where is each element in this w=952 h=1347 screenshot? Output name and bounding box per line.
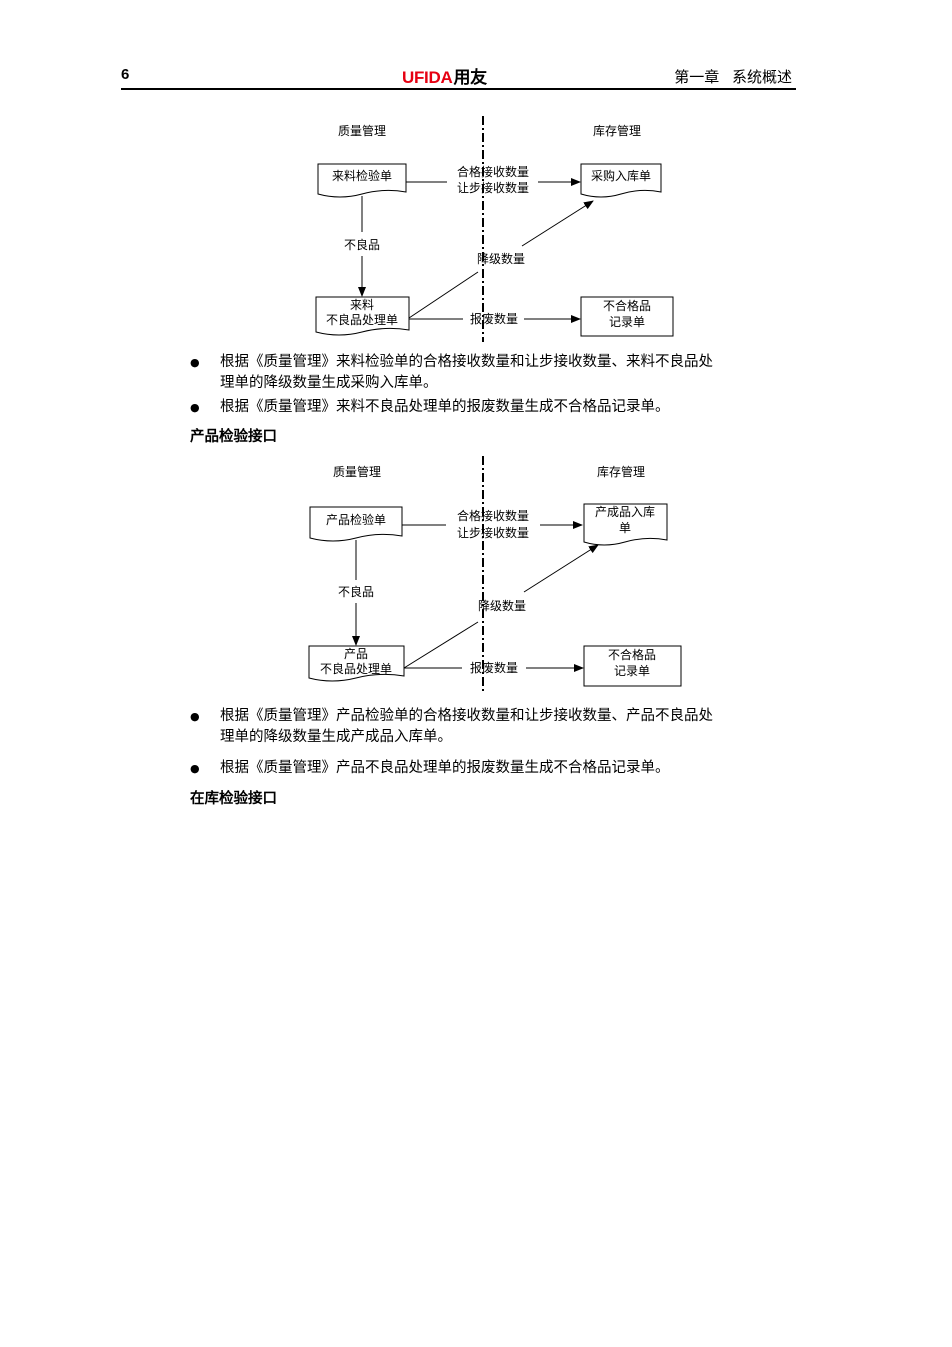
chapter-title: 第一章 系统概述 [674,68,792,86]
record-document-label-2: 记录单 [609,315,645,329]
defect-label: 不良品 [338,584,374,599]
bullet-item: ● 根据《质量管理》来料检验单的合格接收数量和让步接收数量、来料不良品处 理单的… [190,352,800,394]
bullet-dot-icon: ● [190,762,200,775]
process-document-shape [315,296,410,336]
downgrade-label: 降级数量 [477,251,525,266]
accept-qty-label: 合格接收数量 [457,508,529,523]
scrap-label: 报废数量 [470,660,518,675]
header-rule [121,88,796,90]
source-document-shape [309,506,403,542]
downgrade-flow-line-a [408,271,479,319]
target-document-shape [580,163,662,198]
record-document-shape [580,296,674,337]
downgrade-label: 降级数量 [478,598,526,613]
downgrade-flow-arrow [523,544,599,593]
product-inspection-diagram: 质量管理 库存管理 产品检验单 合格接收数量 让步接收数量 产成品入库 单 不良… [308,456,682,694]
process-document-label-1: 来料 [350,298,374,312]
source-document-shape [317,163,407,198]
downgrade-flow-arrow [521,200,594,247]
scrap-label: 报废数量 [470,311,518,326]
process-document-label-2: 不良品处理单 [320,661,392,676]
target-document-label-1: 产成品入库 [595,504,655,519]
record-document-shape [583,645,682,687]
process-document-label-1: 产品 [344,647,368,661]
process-document-label-2: 不良品处理单 [326,312,398,327]
target-document-label: 采购入库单 [591,168,651,183]
target-document-shape [583,503,668,546]
defect-label: 不良品 [344,237,380,252]
bullet-dot-icon: ● [190,356,200,369]
right-domain-title: 库存管理 [597,464,645,479]
bullet-item: ● 根据《质量管理》产品不良品处理单的报废数量生成不合格品记录单。 [190,758,800,779]
bullet-text-line1: 根据《质量管理》来料检验单的合格接收数量和让步接收数量、来料不良品处 [220,354,713,370]
bullet-text-line1: 根据《质量管理》来料不良品处理单的报废数量生成不合格品记录单。 [220,399,670,415]
process-document-shape [308,645,405,682]
bullet-item: ● 根据《质量管理》来料不良品处理单的报废数量生成不合格品记录单。 [190,397,800,418]
left-domain-title: 质量管理 [338,123,386,138]
left-domain-title: 质量管理 [333,464,381,479]
bullet-text-line1: 根据《质量管理》产品检验单的合格接收数量和让步接收数量、产品不良品处 [220,708,713,724]
bullet-text-line2: 理单的降级数量生成采购入库单。 [220,375,438,391]
bullet-text-line1: 根据《质量管理》产品不良品处理单的报废数量生成不合格品记录单。 [220,760,670,776]
concession-qty-label: 让步接收数量 [457,525,529,540]
record-document-label-1: 不合格品 [608,647,656,662]
record-document-label-1: 不合格品 [603,298,651,313]
incoming-inspection-diagram: 质量管理 库存管理 来料检验单 合格接收数量 让步接收数量 采购入库单 不良品 … [315,116,674,342]
logo-cjk-text: 用友 [453,68,487,87]
logo-latin-text: UFIDA [402,68,453,87]
target-document-label-2: 单 [619,521,631,535]
bullet-dot-icon: ● [190,710,200,723]
right-domain-title: 库存管理 [593,123,641,138]
concession-qty-label: 让步接收数量 [457,180,529,195]
downgrade-flow-line-a [403,621,479,669]
section-heading-stock-inspection: 在库检验接口 [190,791,277,807]
source-document-label: 来料检验单 [332,168,392,183]
section-heading-product-inspection: 产品检验接口 [190,429,277,445]
source-document-label: 产品检验单 [326,512,386,527]
page-number: 6 [121,66,130,83]
accept-qty-label: 合格接收数量 [457,164,529,179]
bullet-item: ● 根据《质量管理》产品检验单的合格接收数量和让步接收数量、产品不良品处 理单的… [190,706,800,748]
record-document-label-2: 记录单 [614,664,650,678]
bullet-text-line2: 理单的降级数量生成产成品入库单。 [220,729,452,745]
bullet-dot-icon: ● [190,401,200,414]
ufida-logo: UFIDA用友 [402,63,487,88]
